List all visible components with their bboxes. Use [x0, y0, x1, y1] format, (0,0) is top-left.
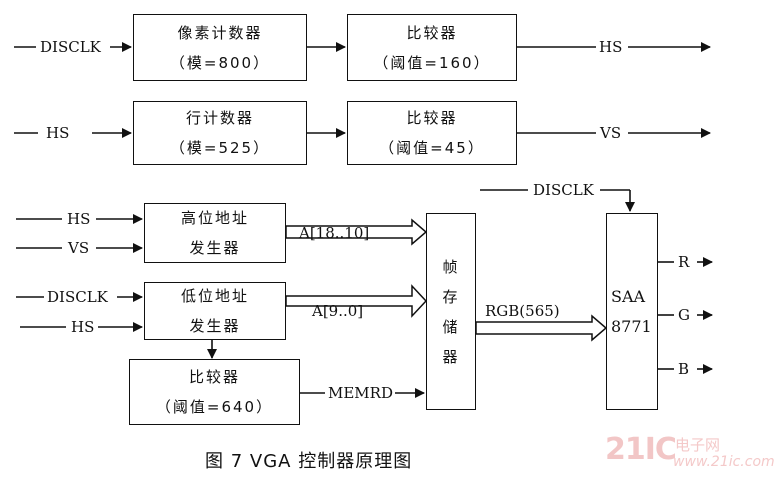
disclk-1-label: DISCLK: [40, 38, 101, 56]
rgb-label: RGB(565): [485, 302, 560, 320]
saa-chip-line2: 8771: [611, 316, 652, 336]
memrd-comparator-title: 比较器: [188, 368, 240, 386]
memrd-comparator-box: 比较器 （阈值=640）: [129, 359, 300, 425]
line-counter-modulus: （模=525）: [169, 139, 271, 157]
vs-comparator-box: 比较器 （阈值=45）: [347, 101, 517, 165]
disclk-4-label: DISCLK: [47, 288, 108, 306]
vs-comparator-threshold: （阈值=45）: [379, 139, 485, 157]
pixel-counter-modulus: （模=800）: [169, 53, 271, 72]
site-watermark: 21IC 电子网 www.21ic.com: [605, 432, 775, 476]
pixel-counter-title: 像素计数器: [177, 23, 263, 42]
watermark-logo: 21IC: [605, 432, 677, 467]
frame-buffer-char-2: 存: [442, 287, 460, 306]
watermark-line2: www.21ic.com: [673, 454, 775, 470]
high-address-generator-box: 高位地址 发生器: [144, 203, 286, 263]
low-address-generator-line2: 发生器: [189, 317, 241, 335]
vs-output-label: VS: [600, 124, 622, 142]
frame-buffer-box: 帧 存 储 器: [426, 213, 476, 410]
hs-comparator-threshold: （阈值=160）: [373, 53, 491, 72]
low-address-generator-box: 低位地址 发生器: [144, 282, 286, 340]
r-output-label: R: [678, 253, 690, 271]
memrd-label: MEMRD: [328, 384, 393, 402]
low-address-generator-line1: 低位地址: [180, 287, 249, 305]
hs-comparator-box: 比较器 （阈值=160）: [347, 14, 517, 81]
frame-buffer-char-1: 帧: [442, 257, 460, 276]
vs-comparator-title: 比较器: [406, 109, 458, 127]
block-diagram: [14, 42, 713, 398]
high-address-generator-line2: 发生器: [189, 239, 241, 257]
b-output-label: B: [678, 360, 690, 378]
line-counter-title: 行计数器: [185, 109, 254, 127]
watermark-line1: 电子网: [675, 436, 721, 454]
vs-in-3-label: VS: [68, 239, 90, 257]
rgb-bus-arrow: [475, 314, 608, 342]
hs-in-4-label: HS: [71, 318, 95, 336]
addr-low-bus-arrow: [285, 284, 428, 318]
frame-buffer-char-3: 储: [442, 317, 460, 336]
disclk-top-label: DISCLK: [533, 181, 594, 199]
hs-comparator-title: 比较器: [406, 23, 458, 42]
line-counter-box: 行计数器 （模=525）: [133, 101, 307, 165]
memrd-comparator-threshold: （阈值=640）: [155, 398, 274, 416]
saa-chip-box: SAA 8771: [606, 213, 658, 410]
frame-buffer-char-4: 器: [442, 347, 460, 366]
pixel-counter-box: 像素计数器 （模=800）: [133, 14, 307, 81]
hs-in-2-label: HS: [46, 124, 70, 142]
hs-output-label: HS: [599, 38, 623, 56]
addr-low-label: A[9..0]: [312, 302, 364, 320]
figure-caption: 图 7 VGA 控制器原理图: [205, 451, 413, 472]
addr-high-bus-arrow: [285, 218, 428, 246]
hs-in-3-label: HS: [67, 210, 91, 228]
high-address-generator-line1: 高位地址: [180, 209, 249, 227]
addr-high-label: A[18..10]: [299, 224, 370, 242]
saa-chip-line1: SAA: [611, 286, 646, 306]
g-output-label: G: [678, 306, 690, 324]
